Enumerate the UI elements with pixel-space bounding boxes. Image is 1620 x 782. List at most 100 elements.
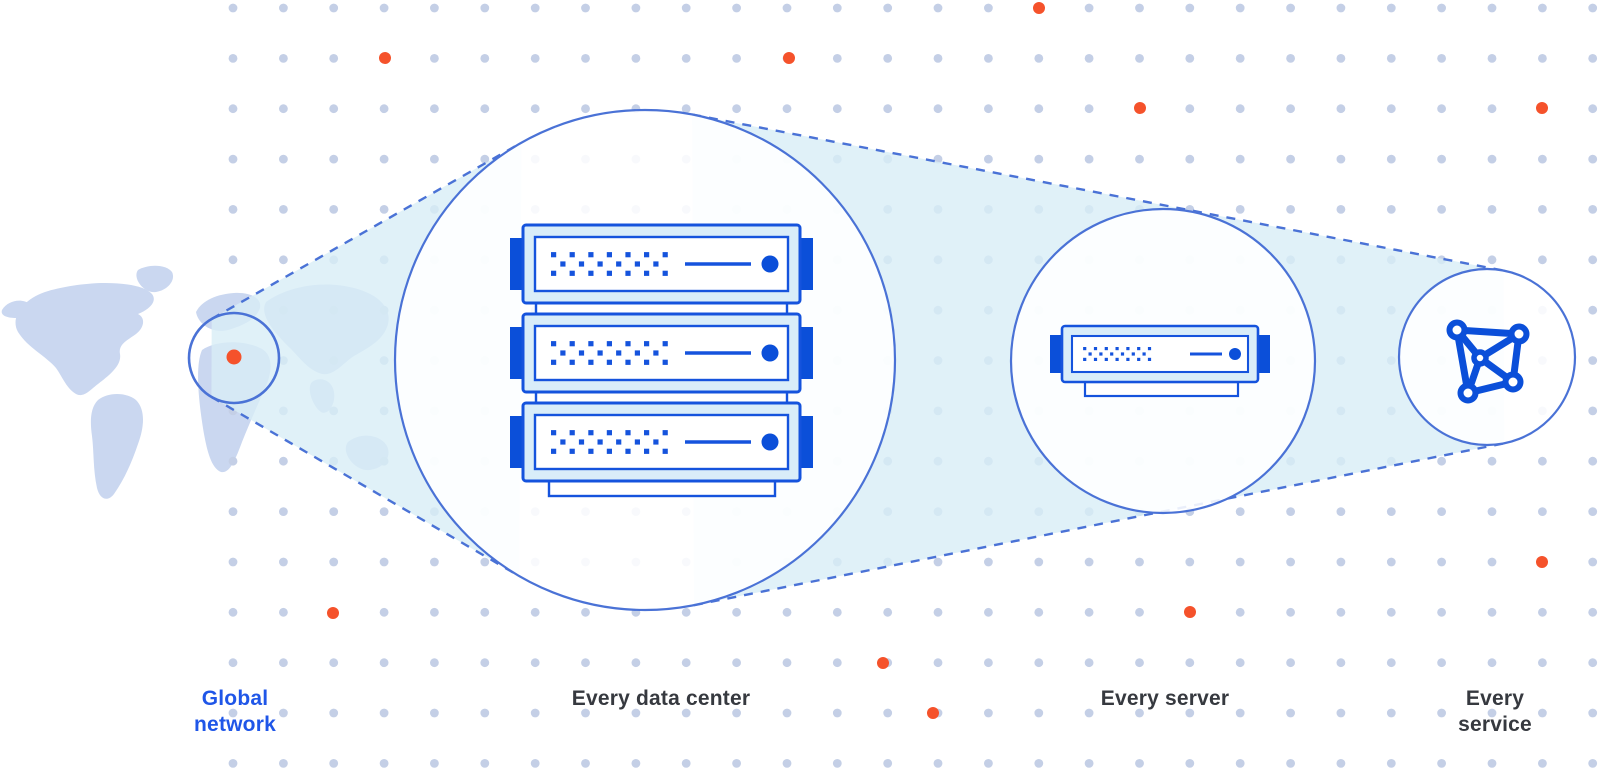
grid-dot — [1588, 154, 1598, 164]
server-vent-dot — [606, 448, 612, 454]
server-vent-dot — [644, 448, 650, 454]
grid-dot — [1588, 759, 1598, 768]
server-led — [761, 433, 779, 451]
grid-dot — [1235, 607, 1245, 617]
grid-dot — [1437, 557, 1446, 567]
grid-dot — [1588, 305, 1598, 315]
grid-dot — [984, 708, 993, 718]
grid-dot — [480, 104, 490, 114]
grid-dot — [1437, 658, 1446, 668]
grid-dot — [430, 104, 439, 114]
grid-dot — [1235, 154, 1245, 164]
grid-dot — [228, 255, 238, 265]
server-vent-dot — [606, 341, 612, 347]
server-vent-dot — [625, 430, 631, 436]
grid-dot — [530, 104, 540, 114]
grid-dot — [379, 205, 389, 214]
grid-dot — [1487, 507, 1497, 516]
grid-dot — [1437, 607, 1446, 617]
grid-dot — [581, 708, 590, 718]
grid-dot — [1286, 154, 1295, 164]
server-vent-dot — [606, 430, 612, 436]
grid-dot — [631, 708, 641, 718]
server-vent-dot — [662, 252, 668, 258]
grid-dot — [883, 708, 893, 718]
grid-dot — [1084, 557, 1094, 567]
grid-dot — [1336, 154, 1346, 164]
grid-dot — [782, 708, 792, 718]
server-vent-dot — [1131, 352, 1135, 356]
grid-dot — [530, 658, 540, 668]
grid-dot — [1034, 708, 1044, 718]
grid-dot — [430, 3, 439, 13]
server-unit-icon — [1050, 324, 1270, 384]
grid-dot — [1538, 507, 1547, 516]
grid-dot — [1588, 456, 1598, 466]
grid-dot — [1588, 507, 1598, 516]
grid-dot — [1336, 54, 1346, 63]
server-vent-dot — [634, 350, 640, 356]
grid-dot — [581, 54, 590, 63]
grid-dot — [1386, 154, 1396, 164]
server-vent-dot — [662, 448, 668, 454]
server-vent-dot — [1147, 357, 1152, 361]
mesh-node — [1508, 323, 1530, 345]
grid-dot — [279, 708, 288, 718]
grid-dot — [984, 557, 993, 567]
server-vent-dot — [569, 430, 575, 436]
grid-dot — [1185, 154, 1195, 164]
server-vent-dot — [644, 359, 650, 365]
grid-dot — [1386, 54, 1396, 63]
grid-dot — [782, 3, 792, 13]
server-vent-dot — [1093, 357, 1098, 361]
grid-dot — [832, 759, 842, 768]
grid-dot — [732, 3, 741, 13]
grid-dot — [732, 607, 741, 617]
mesh-edge — [1453, 326, 1472, 397]
grid-dot — [1336, 3, 1346, 13]
grid-dot — [1437, 54, 1446, 63]
stage-label-global-network: Global network — [194, 687, 276, 736]
server-vent-dot — [551, 252, 557, 258]
stage-label-every-server: Every server — [1100, 687, 1230, 710]
grid-dot — [480, 708, 490, 718]
grid-dot — [1034, 104, 1044, 114]
grid-dot — [1588, 205, 1598, 214]
grid-dot — [681, 3, 691, 13]
grid-dot — [1487, 205, 1497, 214]
grid-dot — [279, 557, 288, 567]
grid-dot — [279, 507, 288, 516]
grid-dot — [1538, 456, 1547, 466]
server-vent-dot — [578, 350, 585, 356]
grid-dot — [228, 54, 238, 63]
server-vent-dot — [1099, 352, 1103, 356]
grid-dot — [732, 54, 741, 63]
grid-dot — [832, 54, 842, 63]
grid-dot — [379, 557, 389, 567]
grid-dot — [1588, 54, 1598, 63]
grid-dot — [480, 658, 490, 668]
grid-dot — [279, 255, 288, 265]
server-vent-dot — [606, 252, 612, 258]
mesh-node — [1502, 371, 1524, 393]
server-vent-dot — [551, 270, 557, 276]
zoom-beam-dashed-line — [691, 113, 1504, 272]
server-vent-dot — [1083, 347, 1087, 351]
grid-dot — [933, 3, 943, 13]
grid-dot — [329, 557, 339, 567]
grid-dot — [1135, 154, 1144, 164]
grid-dot — [1538, 3, 1547, 13]
grid-dot — [530, 708, 540, 718]
orange-accent-dot — [327, 607, 339, 619]
grid-dot — [1135, 658, 1144, 668]
grid-dot — [1386, 708, 1396, 718]
stage-label-every-service: Every service — [1458, 687, 1532, 736]
grid-dot — [1286, 708, 1295, 718]
grid-dot — [1235, 708, 1245, 718]
grid-dot — [1386, 759, 1396, 768]
server-vent-dot — [616, 439, 622, 445]
grid-dot — [329, 104, 339, 114]
grid-dot — [1084, 3, 1094, 13]
grid-dot — [480, 557, 490, 567]
